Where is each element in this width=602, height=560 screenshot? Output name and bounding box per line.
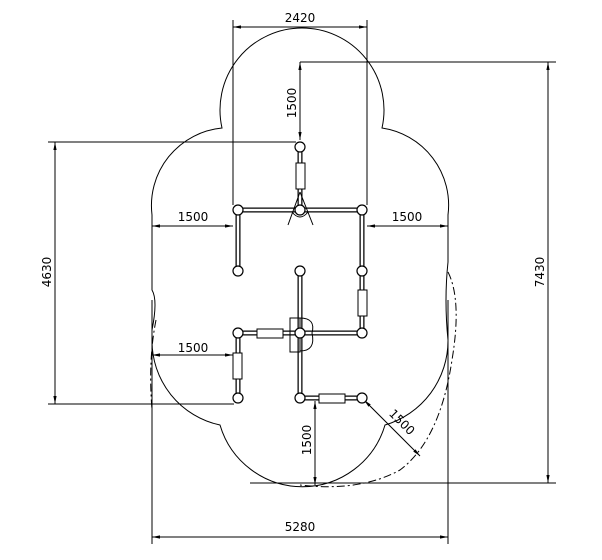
svg-text:1500: 1500 — [285, 88, 299, 119]
svg-text:1500: 1500 — [392, 210, 423, 224]
panel — [256, 328, 284, 339]
dimension-frame-height: 4630 — [40, 141, 296, 405]
svg-text:5280: 5280 — [285, 520, 316, 534]
dimension-top-width: 2420 — [232, 11, 368, 205]
panel — [318, 393, 346, 404]
dimension-top-offset: 1500 — [285, 62, 302, 140]
dimension-left-clearance: 1500 — [152, 210, 233, 228]
safety-zone-dashed-left — [150, 319, 157, 411]
dimension-overall-height: 7430 — [250, 61, 556, 484]
swing-marker — [287, 191, 314, 226]
svg-text:1500: 1500 — [178, 341, 209, 355]
svg-text:1500: 1500 — [178, 210, 209, 224]
svg-text:1500: 1500 — [300, 425, 314, 456]
dimension-overall-width: 5280 — [151, 300, 449, 544]
svg-text:7430: 7430 — [533, 257, 547, 288]
svg-text:2420: 2420 — [285, 11, 316, 25]
dimension-right-clearance: 1500 — [367, 210, 448, 228]
dimension-lower-left-clearance: 1500 — [152, 341, 233, 357]
panel — [295, 162, 306, 190]
panel — [357, 289, 368, 317]
dimension-diagonal-clearance: 1500 — [363, 399, 421, 457]
panel — [232, 352, 243, 380]
posts — [232, 141, 368, 404]
safety-zone-dashed-right — [299, 271, 457, 488]
dimension-bottom-clearance: 1500 — [300, 401, 317, 485]
svg-text:4630: 4630 — [40, 257, 54, 288]
